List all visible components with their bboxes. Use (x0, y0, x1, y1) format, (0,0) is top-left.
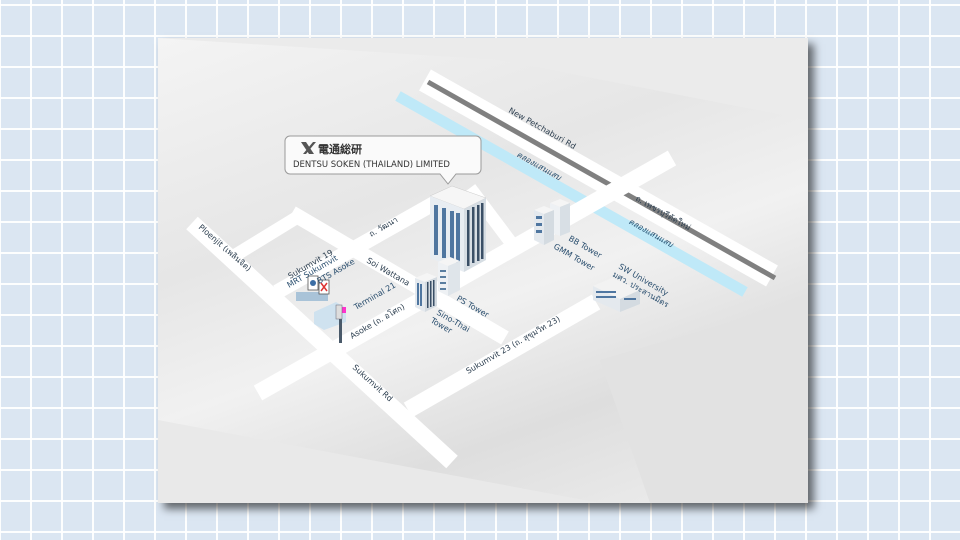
ps-tower-building (438, 257, 460, 296)
sino-thai-building (415, 273, 437, 312)
map-card: New Petchaburi Rd ถ. เพชรบุรีตัดใหม่ คลอ… (158, 38, 808, 503)
station-icons (296, 275, 346, 343)
sw-university-buildings (593, 278, 640, 312)
road-network (186, 150, 677, 469)
road-ploenjit-sukumvit (186, 216, 458, 469)
bg-facet (158, 38, 808, 120)
bts-platform (296, 292, 328, 301)
company-name: DENTSU SOKEN (THAILAND) LIMITED (293, 160, 450, 170)
company-logo-text: 電通総研 (318, 142, 362, 156)
road-asoke (253, 150, 677, 401)
traffic-light-icon (339, 313, 342, 343)
road-new-petchaburi (419, 69, 778, 287)
label-terminal21: Terminal 21 (352, 281, 398, 313)
dentsu-logo-icon (301, 142, 316, 154)
road-wattana (273, 193, 444, 299)
road-sukumvit23 (403, 294, 601, 418)
canal-saen-saep (395, 91, 748, 297)
dentsu-building (429, 185, 487, 272)
bb-gmm-buildings (534, 199, 570, 245)
company-callout: 電通総研 DENTSU SOKEN (THAILAND) LIMITED (284, 135, 482, 185)
road-soi-wattana (288, 206, 509, 345)
bg-facet (600, 300, 808, 503)
road-connector (230, 212, 300, 262)
bg-facet (158, 420, 600, 503)
area-map: New Petchaburi Rd ถ. เพชรบุรีตัดใหม่ คลอ… (158, 38, 808, 503)
